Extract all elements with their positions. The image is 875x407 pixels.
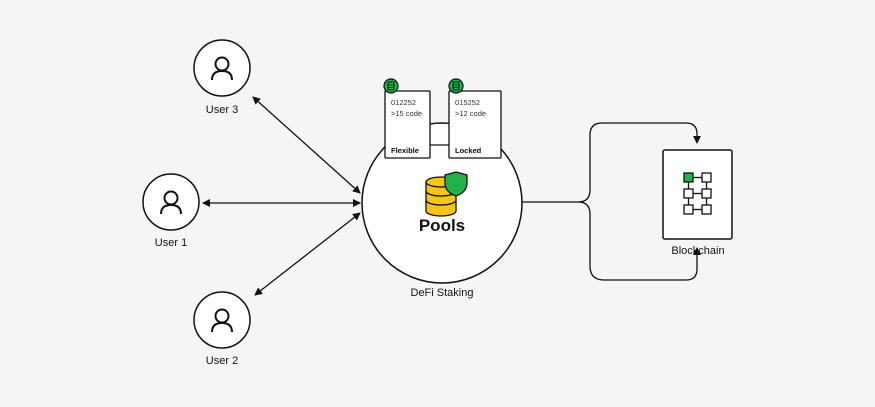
pool-title: Pools bbox=[419, 216, 465, 235]
card-type: Flexible bbox=[391, 146, 419, 155]
pool-node[interactable]: Pools bbox=[361, 122, 523, 284]
user-node-3[interactable]: User 3 bbox=[193, 39, 251, 116]
blockchain-icon bbox=[683, 172, 712, 215]
user-icon bbox=[160, 190, 182, 215]
user-node-1[interactable]: User 1 bbox=[142, 173, 200, 249]
blockchain-label: Blockchain bbox=[671, 245, 724, 257]
staking-card-locked[interactable]: 015252 >12 code Locked bbox=[448, 78, 502, 159]
card-desc: >15 code bbox=[391, 109, 422, 118]
user-label: User 1 bbox=[155, 237, 187, 249]
card-code: 012252 bbox=[391, 98, 416, 107]
blockchain-node[interactable] bbox=[662, 149, 733, 240]
user-icon bbox=[211, 56, 233, 81]
card-desc: >12 code bbox=[455, 109, 486, 118]
user-label: User 2 bbox=[206, 355, 238, 367]
connector-pool-blockchain bbox=[522, 122, 701, 203]
connector-user2-pool bbox=[254, 212, 361, 296]
connector-user3-pool bbox=[252, 96, 361, 194]
user-node-2[interactable]: User 2 bbox=[193, 291, 251, 367]
card-code: 015252 bbox=[455, 98, 480, 107]
token-badge-icon bbox=[383, 78, 399, 94]
token-badge-icon bbox=[448, 78, 464, 94]
user-icon bbox=[211, 308, 233, 333]
card-type: Locked bbox=[455, 146, 482, 155]
user-label: User 3 bbox=[206, 104, 238, 116]
coins-shield-icon bbox=[425, 171, 468, 217]
pool-caption: DeFi Staking bbox=[411, 287, 474, 299]
staking-card-flexible[interactable]: 012252 >15 code Flexible bbox=[383, 78, 431, 159]
connector-pool-blockchain-lower bbox=[577, 201, 701, 281]
